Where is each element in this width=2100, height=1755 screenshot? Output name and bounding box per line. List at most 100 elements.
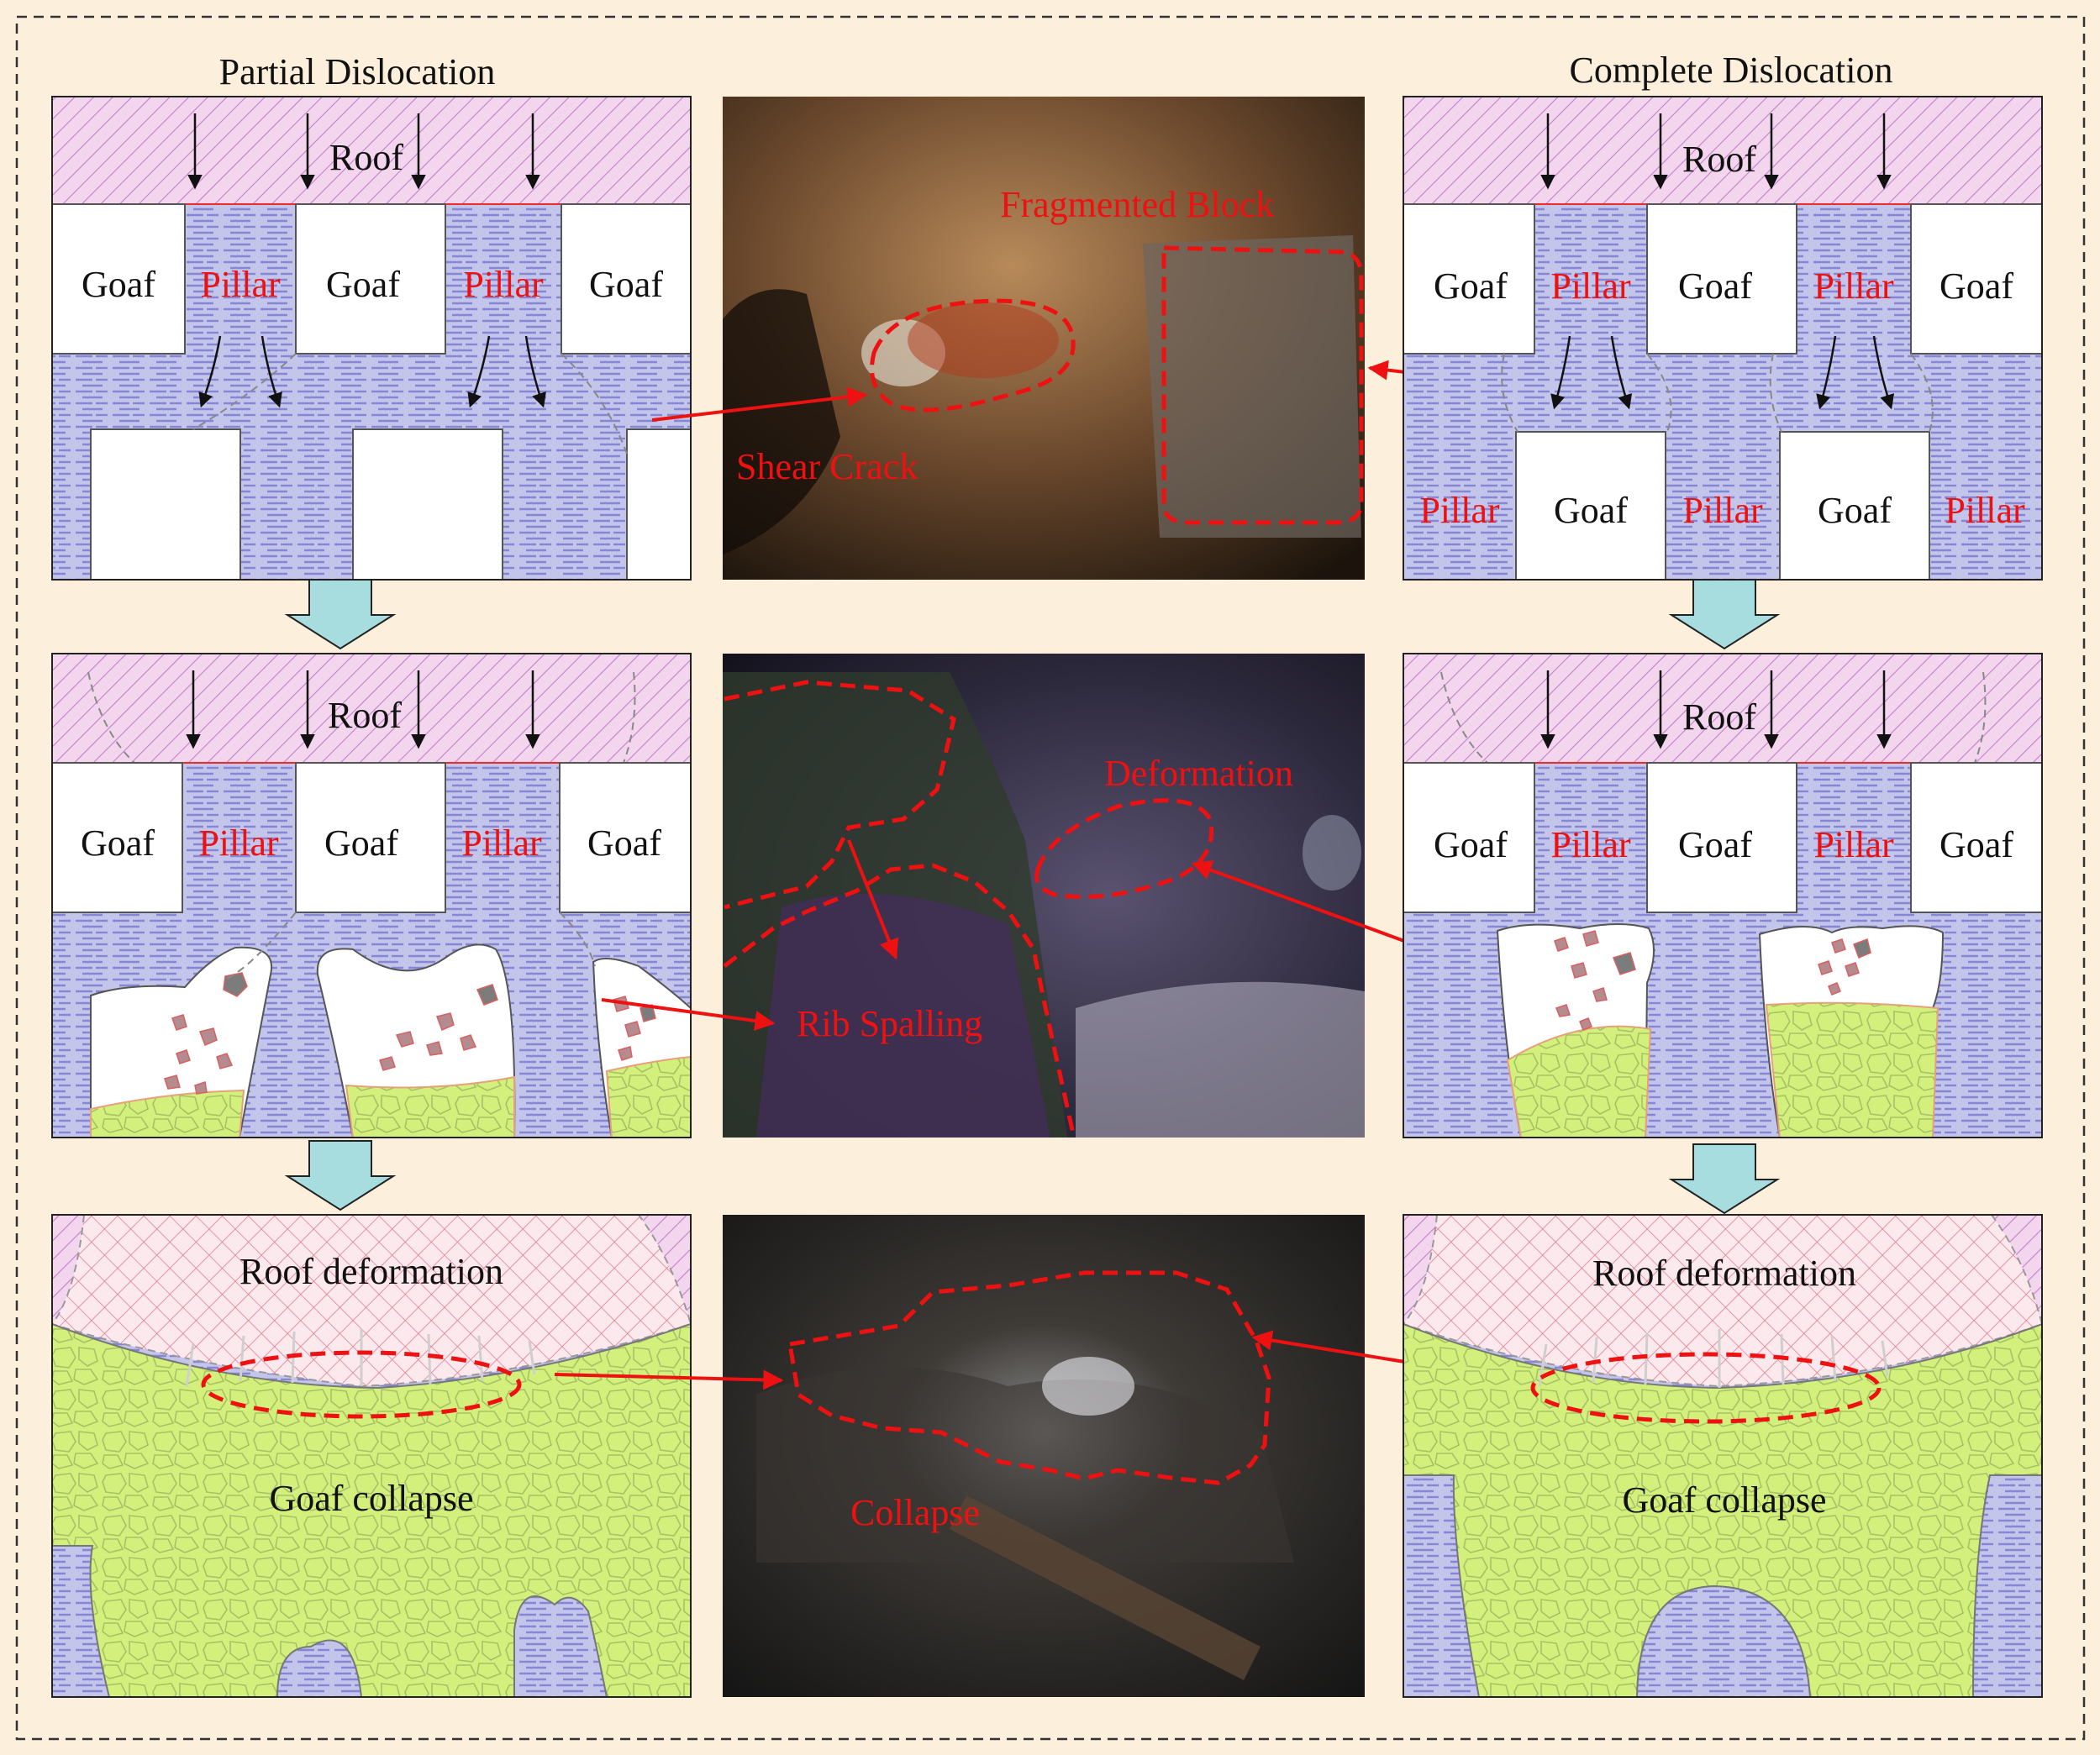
goaf-label: Goaf [1939,824,2013,865]
pillar-label: Pillar [1682,490,1763,531]
collapse-zone-outline [201,1350,522,1419]
pillar-label: Pillar [1550,824,1631,865]
stress-arrow [1610,335,1633,410]
pillar-label: Pillar [1550,265,1631,307]
link-arrow [601,998,776,1031]
debris-fill [90,1089,245,1138]
header-complete-dislocation: Complete Dislocation [1570,50,1893,91]
down-flow-arrow [1668,579,1781,650]
header-partial-dislocation: Partial Dislocation [219,51,496,92]
spalling-direction-arrow [847,839,899,960]
pillar-label: Pillar [1945,490,2025,531]
pillar-label: Pillar [198,822,279,864]
photo-shear-crack [723,97,1365,580]
panel-left-row2 [52,654,691,1138]
deformed-roof-zone [52,1215,691,1388]
rib-spalling-outline [723,863,1076,1138]
shear-line [226,912,297,980]
shear-crack-outline [870,298,1076,412]
photo-purple-glow [756,894,1050,1138]
photo-floor [1076,981,1365,1138]
debris-fill [605,1055,691,1138]
panel-right-row3 [1403,1215,2042,1697]
debris-fill [1506,1025,1652,1138]
photo-tunnel-light [1303,815,1361,891]
roof-label: Roof [1682,696,1756,738]
lower-goaf-box [626,428,691,580]
lower-goaf-box [1779,431,1930,580]
roof-label: Roof [328,695,402,736]
annotation-shear-crack: Shear Crack [736,446,918,487]
photo-collapse [723,1215,1365,1697]
panel-left-row1 [52,97,691,580]
goaf-box [1910,762,2042,913]
goaf-box [295,203,446,355]
goaf-label: Goaf [1434,824,1508,865]
photo-light-spot [1042,1357,1134,1416]
goaf-label: Goaf [1818,490,1892,531]
lower-goaf-box [1515,431,1666,580]
lower-goaf-box [352,428,503,580]
goaf-label: Goaf [1678,824,1752,865]
pillar-label: Pillar [1813,824,1894,865]
stress-arrow [524,335,546,408]
stress-arrow [261,335,282,408]
rib-spalling-outline [724,680,956,910]
roof-label: Roof [1682,139,1756,180]
goaf-label: Goaf [82,264,155,305]
stress-arrow [467,335,491,408]
goaf-label: Goaf [81,822,155,864]
annotation-collapse: Collapse [850,1492,980,1533]
pillar-label: Pillar [200,264,281,305]
down-flow-arrow [1668,1143,1781,1215]
goaf-label: Goaf [1554,490,1628,531]
roof-deformation-label: Roof deformation [239,1251,503,1292]
pillar-label: Pillar [1813,265,1894,307]
panel-right-row1 [1403,97,2042,580]
fragmented-block-outline [1161,245,1364,525]
goaf-box [1646,762,1797,913]
goaf-box [1646,203,1797,355]
shear-line [1440,671,1488,764]
annotation-rib-spalling: Rib Spalling [797,1003,982,1044]
annotation-deformation: Deformation [1104,753,1293,794]
goaf-box [1403,203,1535,355]
link-arrow [554,1369,784,1390]
pillar-label: Pillar [1419,490,1500,531]
panel-right-row2 [1403,654,2042,1138]
bolt-lines [185,1329,536,1387]
stress-arrow [1872,335,1895,410]
goaf-collapse-fill [52,1322,691,1697]
goaf-collapse-label: Goaf collapse [269,1478,473,1519]
goaf-label: Goaf [1678,265,1752,307]
shear-line [1910,353,1934,433]
shear-line [1974,671,1987,764]
down-flow-arrow [284,1140,397,1211]
stress-arrow [1550,335,1571,410]
panel-border [1403,653,2043,1138]
goaf-box [52,762,183,913]
shear-line [87,671,135,764]
shear-line [1501,353,1518,433]
shear-line [192,353,297,430]
down-flow-arrow [284,579,397,650]
shear-line [559,912,596,967]
shear-line [1769,353,1782,433]
photo-rock-face [1143,235,1361,538]
roof-band [1403,654,2042,764]
photo-fallen-beam [950,1495,1261,1680]
goaf-box [561,203,691,355]
debris-fill [1765,1001,1939,1138]
goaf-box [52,203,186,355]
pillar-label: Pillar [461,822,542,864]
deformation-outline [1034,798,1214,899]
pillar-label: Pillar [463,264,544,305]
photo-rib-spalling [723,654,1365,1138]
goaf-label: Goaf [1434,265,1508,307]
goaf-label: Goaf [589,264,663,305]
goaf-label: Goaf [587,822,661,864]
link-arrow [651,386,868,422]
photo-tunnel-shadow [723,289,840,554]
rock-fragments [164,972,656,1095]
